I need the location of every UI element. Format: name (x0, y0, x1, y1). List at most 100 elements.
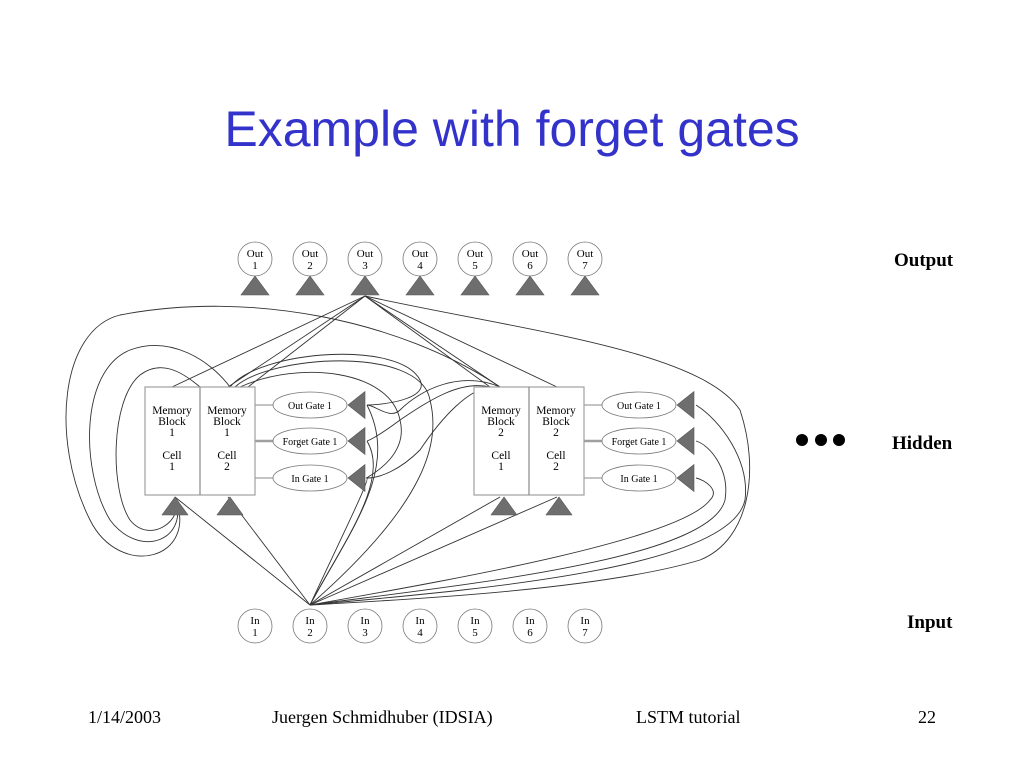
edge-out-to-block (364, 295, 501, 388)
edge-in-to-cell (309, 496, 501, 606)
cell-input-triangle-icon (545, 496, 573, 516)
gate-triangle-icon (676, 463, 695, 493)
edge-block-to-gate (366, 385, 491, 442)
output-unit-label: Out (412, 248, 429, 260)
gate-triangle-icon (347, 390, 366, 420)
memory-cell-label: Memory (207, 405, 247, 417)
out-gate-label: Out Gate 1 (617, 401, 661, 412)
memory-cell-label: 1 (169, 427, 175, 439)
output-unit-triangle-icon (570, 275, 600, 296)
gate-ellipse (272, 391, 348, 419)
edge-out-to-block (171, 295, 366, 388)
memory-cell-label: 2 (224, 461, 230, 473)
input-unit-index: 4 (417, 627, 423, 639)
ellipsis-more-blocks-icon (796, 434, 848, 448)
output-unit-triangle-icon (350, 275, 380, 296)
gate-ellipse (601, 427, 677, 455)
memory-cell-label: 2 (498, 427, 504, 439)
input-unit-index: 5 (472, 627, 478, 639)
gate-triangle-icon (347, 463, 366, 493)
input-unit: In4 (402, 608, 438, 644)
edge-in-to-gate (309, 404, 746, 606)
output-unit-index: 1 (252, 260, 258, 272)
input-unit-circle (402, 608, 438, 644)
output-unit-label: Out (357, 248, 374, 260)
output-unit-label: Out (302, 248, 319, 260)
input-unit-circle (347, 608, 383, 644)
output-unit-label: Out (467, 248, 484, 260)
gate-ellipse (272, 427, 348, 455)
memory-cell-label: 1 (224, 427, 230, 439)
gate-ellipse (601, 464, 677, 492)
gate-triangle-icon (676, 390, 695, 420)
gate-triangle-icon (347, 426, 366, 456)
input-unit-circle (567, 608, 603, 644)
output-unit-index: 7 (582, 260, 588, 272)
input-unit: In6 (512, 608, 548, 644)
input-unit-label: In (580, 615, 590, 627)
forget-gate-label: Forget Gate 1 (612, 437, 667, 448)
memory-cell-label: Cell (491, 450, 510, 462)
edge-out-to-block (364, 295, 491, 388)
edge-recurrent-loop (115, 367, 201, 531)
output-unit-index: 5 (472, 260, 478, 272)
memory-cell-label: Memory (536, 405, 576, 417)
forget-gate-label: Forget Gate 1 (283, 437, 338, 448)
input-unit-index: 1 (252, 627, 258, 639)
input-unit-label: In (470, 615, 480, 627)
memory-cell-label: Block (213, 416, 241, 428)
input-unit-index: 6 (527, 627, 533, 639)
edge-in-to-gate (309, 477, 714, 606)
edge-out-loop (309, 295, 751, 606)
input-unit-circle (512, 608, 548, 644)
edge-in-to-gate (309, 440, 727, 606)
output-unit-index: 2 (307, 260, 313, 272)
edge-in-to-cell (174, 496, 311, 606)
footer-author: Juergen Schmidhuber (IDSIA) (272, 707, 493, 727)
footer-topic: LSTM tutorial (636, 707, 741, 727)
gate-ellipse (272, 464, 348, 492)
memory-cell-label: Memory (481, 405, 521, 417)
layer-label-input: Input (907, 612, 953, 633)
cell-input-triangle-icon (216, 496, 244, 516)
footer-date: 1/14/2003 (88, 707, 162, 727)
output-unit-label: Out (247, 248, 264, 260)
output-unit-index: 3 (362, 260, 368, 272)
footer-page-number: 22 (918, 707, 936, 727)
gate-ellipse (601, 391, 677, 419)
out-gate-label: Out Gate 1 (288, 401, 332, 412)
memory-cell-label: 1 (169, 461, 175, 473)
input-unit-circle (292, 608, 328, 644)
input-unit-index: 3 (362, 627, 368, 639)
edge-block-to-gate (366, 380, 501, 414)
memory-cell-label: Block (487, 416, 515, 428)
output-unit-triangle-icon (295, 275, 325, 296)
edge-recurrent-loop (65, 305, 501, 557)
memory-cell-label: 1 (498, 461, 504, 473)
cell-input-triangle-icon (161, 496, 189, 516)
gate-triangle-icon (676, 426, 695, 456)
in-gate-label: In Gate 1 (291, 474, 328, 485)
input-unit: In5 (457, 608, 493, 644)
input-unit-label: In (525, 615, 535, 627)
layer-label-output: Output (894, 250, 954, 271)
input-unit-index: 7 (582, 627, 588, 639)
memory-cell-label: Cell (162, 450, 181, 462)
input-unit-circle (457, 608, 493, 644)
edge-in-to-gate (309, 440, 374, 606)
input-unit-index: 2 (307, 627, 313, 639)
output-unit-index: 6 (527, 260, 533, 272)
input-unit: In3 (347, 608, 383, 644)
edge-block-to-gate (239, 371, 402, 479)
output-unit-triangle-icon (515, 275, 545, 296)
input-unit-label: In (415, 615, 425, 627)
layer-label-hidden: Hidden (892, 433, 953, 454)
memory-cell-label: Memory (152, 405, 192, 417)
